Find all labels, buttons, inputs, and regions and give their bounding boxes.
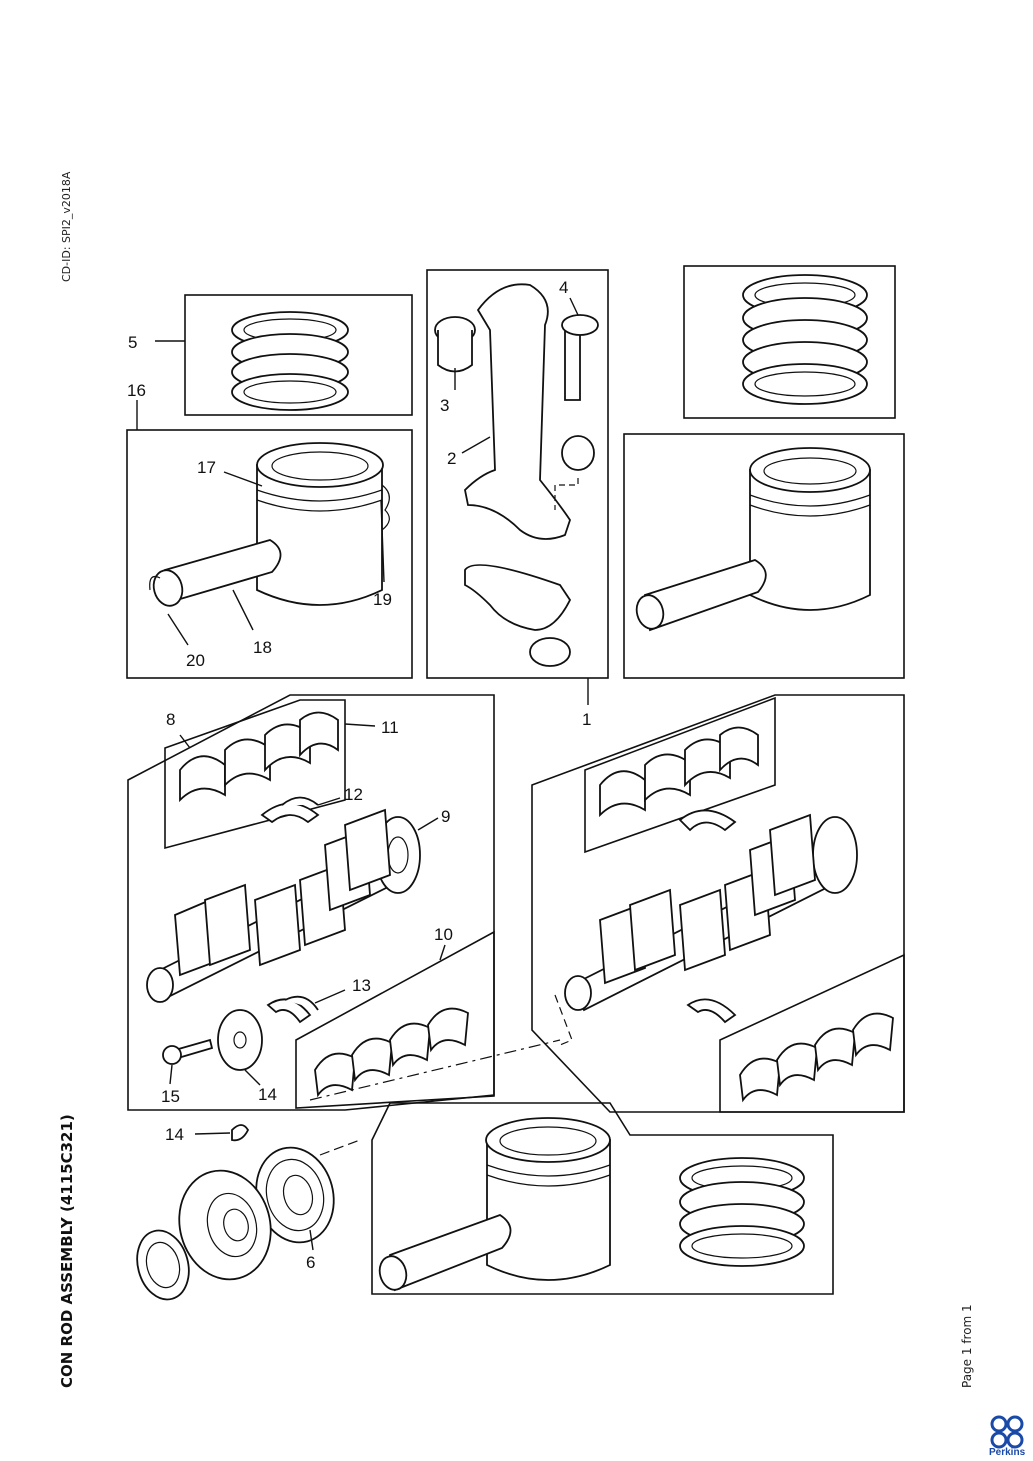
callout-9: 9	[441, 807, 450, 826]
main-bearings-box	[164, 699, 346, 850]
woodruff-key-icon	[231, 1124, 250, 1142]
big-end-bearings-icon	[314, 1007, 469, 1098]
main-bearing-shells-icon	[179, 711, 339, 803]
brand-name: Perkins	[989, 1447, 1026, 1458]
main-bearing-shells-alt-icon	[599, 726, 759, 818]
piston-alt-icon	[635, 447, 871, 632]
callout-1: 1	[582, 710, 591, 729]
crankshaft-alt-icon	[564, 813, 858, 1012]
pulley-icon	[178, 1169, 272, 1281]
piston-rings-box	[184, 294, 413, 416]
piston-box-alt	[623, 433, 905, 679]
callout-4: 4	[559, 278, 568, 297]
callout-11: 11	[381, 718, 399, 737]
con-rod-bearings-box	[295, 930, 495, 1109]
perkins-logo-icon	[990, 1415, 1024, 1449]
callout-10: 10	[434, 925, 453, 944]
callout-14: 14	[165, 1125, 184, 1144]
con-rod-icon	[434, 283, 599, 667]
piston-bottom-icon	[378, 1117, 611, 1292]
callout-16: 15	[161, 1087, 180, 1106]
washer-icon	[136, 1229, 190, 1301]
callout-6: 6	[306, 1253, 315, 1272]
lower-thrust-washer-icon	[266, 995, 319, 1024]
piston-rings-icon	[231, 311, 349, 411]
callout-18: 17	[197, 458, 216, 477]
piston-rings-alt-icon	[742, 274, 868, 405]
lower-thrust-washer-alt-icon	[686, 998, 737, 1024]
con-rod-bearings-box-alt	[719, 953, 905, 1113]
callout-5: 5	[128, 333, 137, 352]
callout-20-left: 20	[186, 651, 205, 670]
piston-rings-box-alt	[683, 265, 896, 419]
main-bearings-box-alt	[584, 696, 776, 854]
pulley-hub-icon	[217, 1009, 263, 1071]
callout-8: 8	[166, 710, 175, 729]
bolt-icon	[162, 1038, 214, 1065]
thrust-washer-icon	[260, 796, 320, 824]
thrust-washer-alt-icon	[678, 809, 737, 832]
piston-assembly-box	[371, 1102, 834, 1295]
callout-3: 3	[440, 396, 449, 415]
con-rod-box	[426, 269, 609, 679]
callout-17: 16	[127, 381, 146, 400]
callout-13: 13	[352, 976, 371, 995]
piston-box	[126, 429, 413, 679]
piston-pin-icon	[149, 539, 282, 607]
callout-15: 14	[258, 1085, 277, 1104]
callout-20-right: 19	[373, 590, 392, 609]
piston-rings-bottom-icon	[679, 1157, 805, 1267]
callout-2: 2	[447, 449, 456, 468]
callout-12: 12	[344, 785, 363, 804]
callout-19: 18	[253, 638, 272, 657]
piston-icon	[256, 442, 390, 606]
crankshaft-icon	[146, 808, 421, 1003]
big-end-bearings-alt-icon	[739, 1012, 894, 1103]
